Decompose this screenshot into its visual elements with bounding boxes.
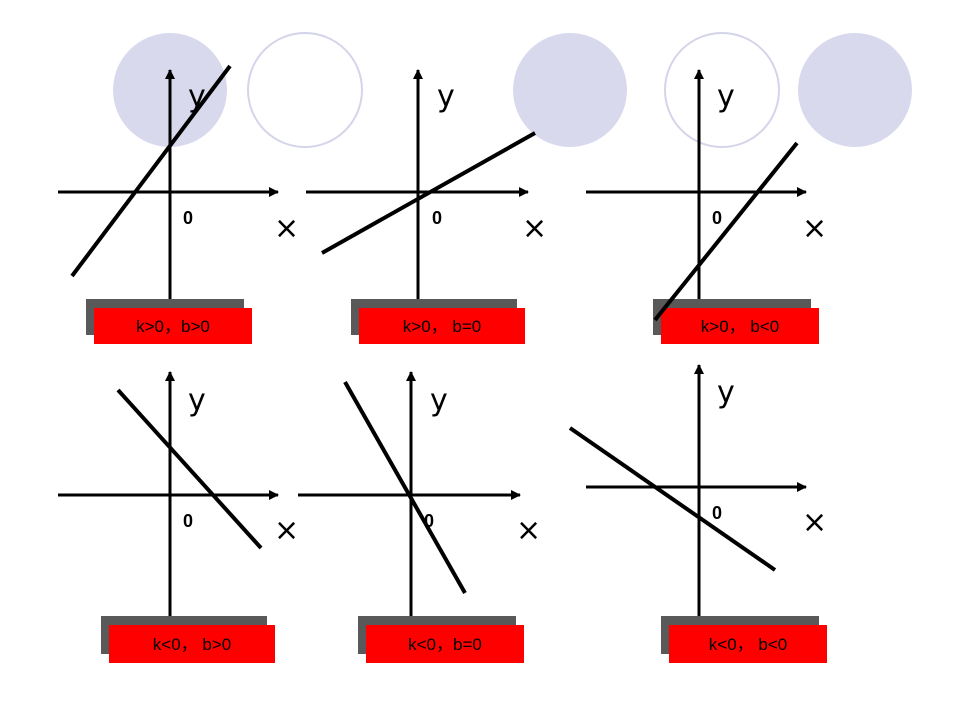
origin-label: 0 [183,208,193,228]
y-axis-label: y [430,383,448,418]
function-line [343,381,467,594]
y-axis-label: y [188,79,206,114]
origin-label: 0 [183,511,193,531]
condition-label: k<0， b<0 [709,635,787,654]
y-axis-label: y [717,79,735,114]
condition-tag [661,308,819,344]
y-axis-label: y [717,375,735,410]
y-axis-label: y [437,79,455,114]
panel-4: y × 0 k<0， b>0 [58,371,299,663]
condition-tag [366,625,524,663]
condition-tag [94,308,252,344]
x-axis-label: × [516,513,541,548]
function-line [116,388,263,550]
condition-label: k>0， b=0 [403,317,481,336]
function-line [568,426,777,572]
x-axis-label: × [274,513,299,548]
y-axis-label: y [188,383,206,418]
origin-label: 0 [712,208,722,228]
panel-5: y × 0 k<0，b=0 [298,371,541,663]
function-line [70,64,232,278]
origin-label: 0 [424,511,434,531]
condition-label: k<0，b=0 [408,635,482,654]
origin-label: 0 [432,208,442,228]
x-axis-label: × [274,211,299,246]
x-axis-label: × [522,211,547,246]
condition-tag [109,625,275,663]
x-axis-label: × [802,211,827,246]
decor-circle-ring [247,32,363,148]
origin-label: 0 [712,503,722,523]
function-line [321,131,536,255]
condition-label: k<0， b>0 [153,635,231,654]
panel-3: y × 0 k>0， b<0 [586,69,827,344]
condition-tag [669,625,827,663]
condition-label: k>0， b<0 [701,317,779,336]
x-axis-label: × [802,505,827,540]
function-line [653,141,799,322]
decor-circles [113,32,912,148]
panel-2: y × 0 k>0， b=0 [306,69,547,344]
decor-circle-filled [513,33,627,147]
panel-6: y × 0 k<0， b<0 [568,364,827,663]
panel-1: y × 0 k>0，b>0 [58,64,299,344]
condition-label: k>0，b>0 [136,317,210,336]
decor-circle-filled [798,33,912,147]
decor-circle-ring [664,32,780,148]
condition-tag [359,308,525,344]
